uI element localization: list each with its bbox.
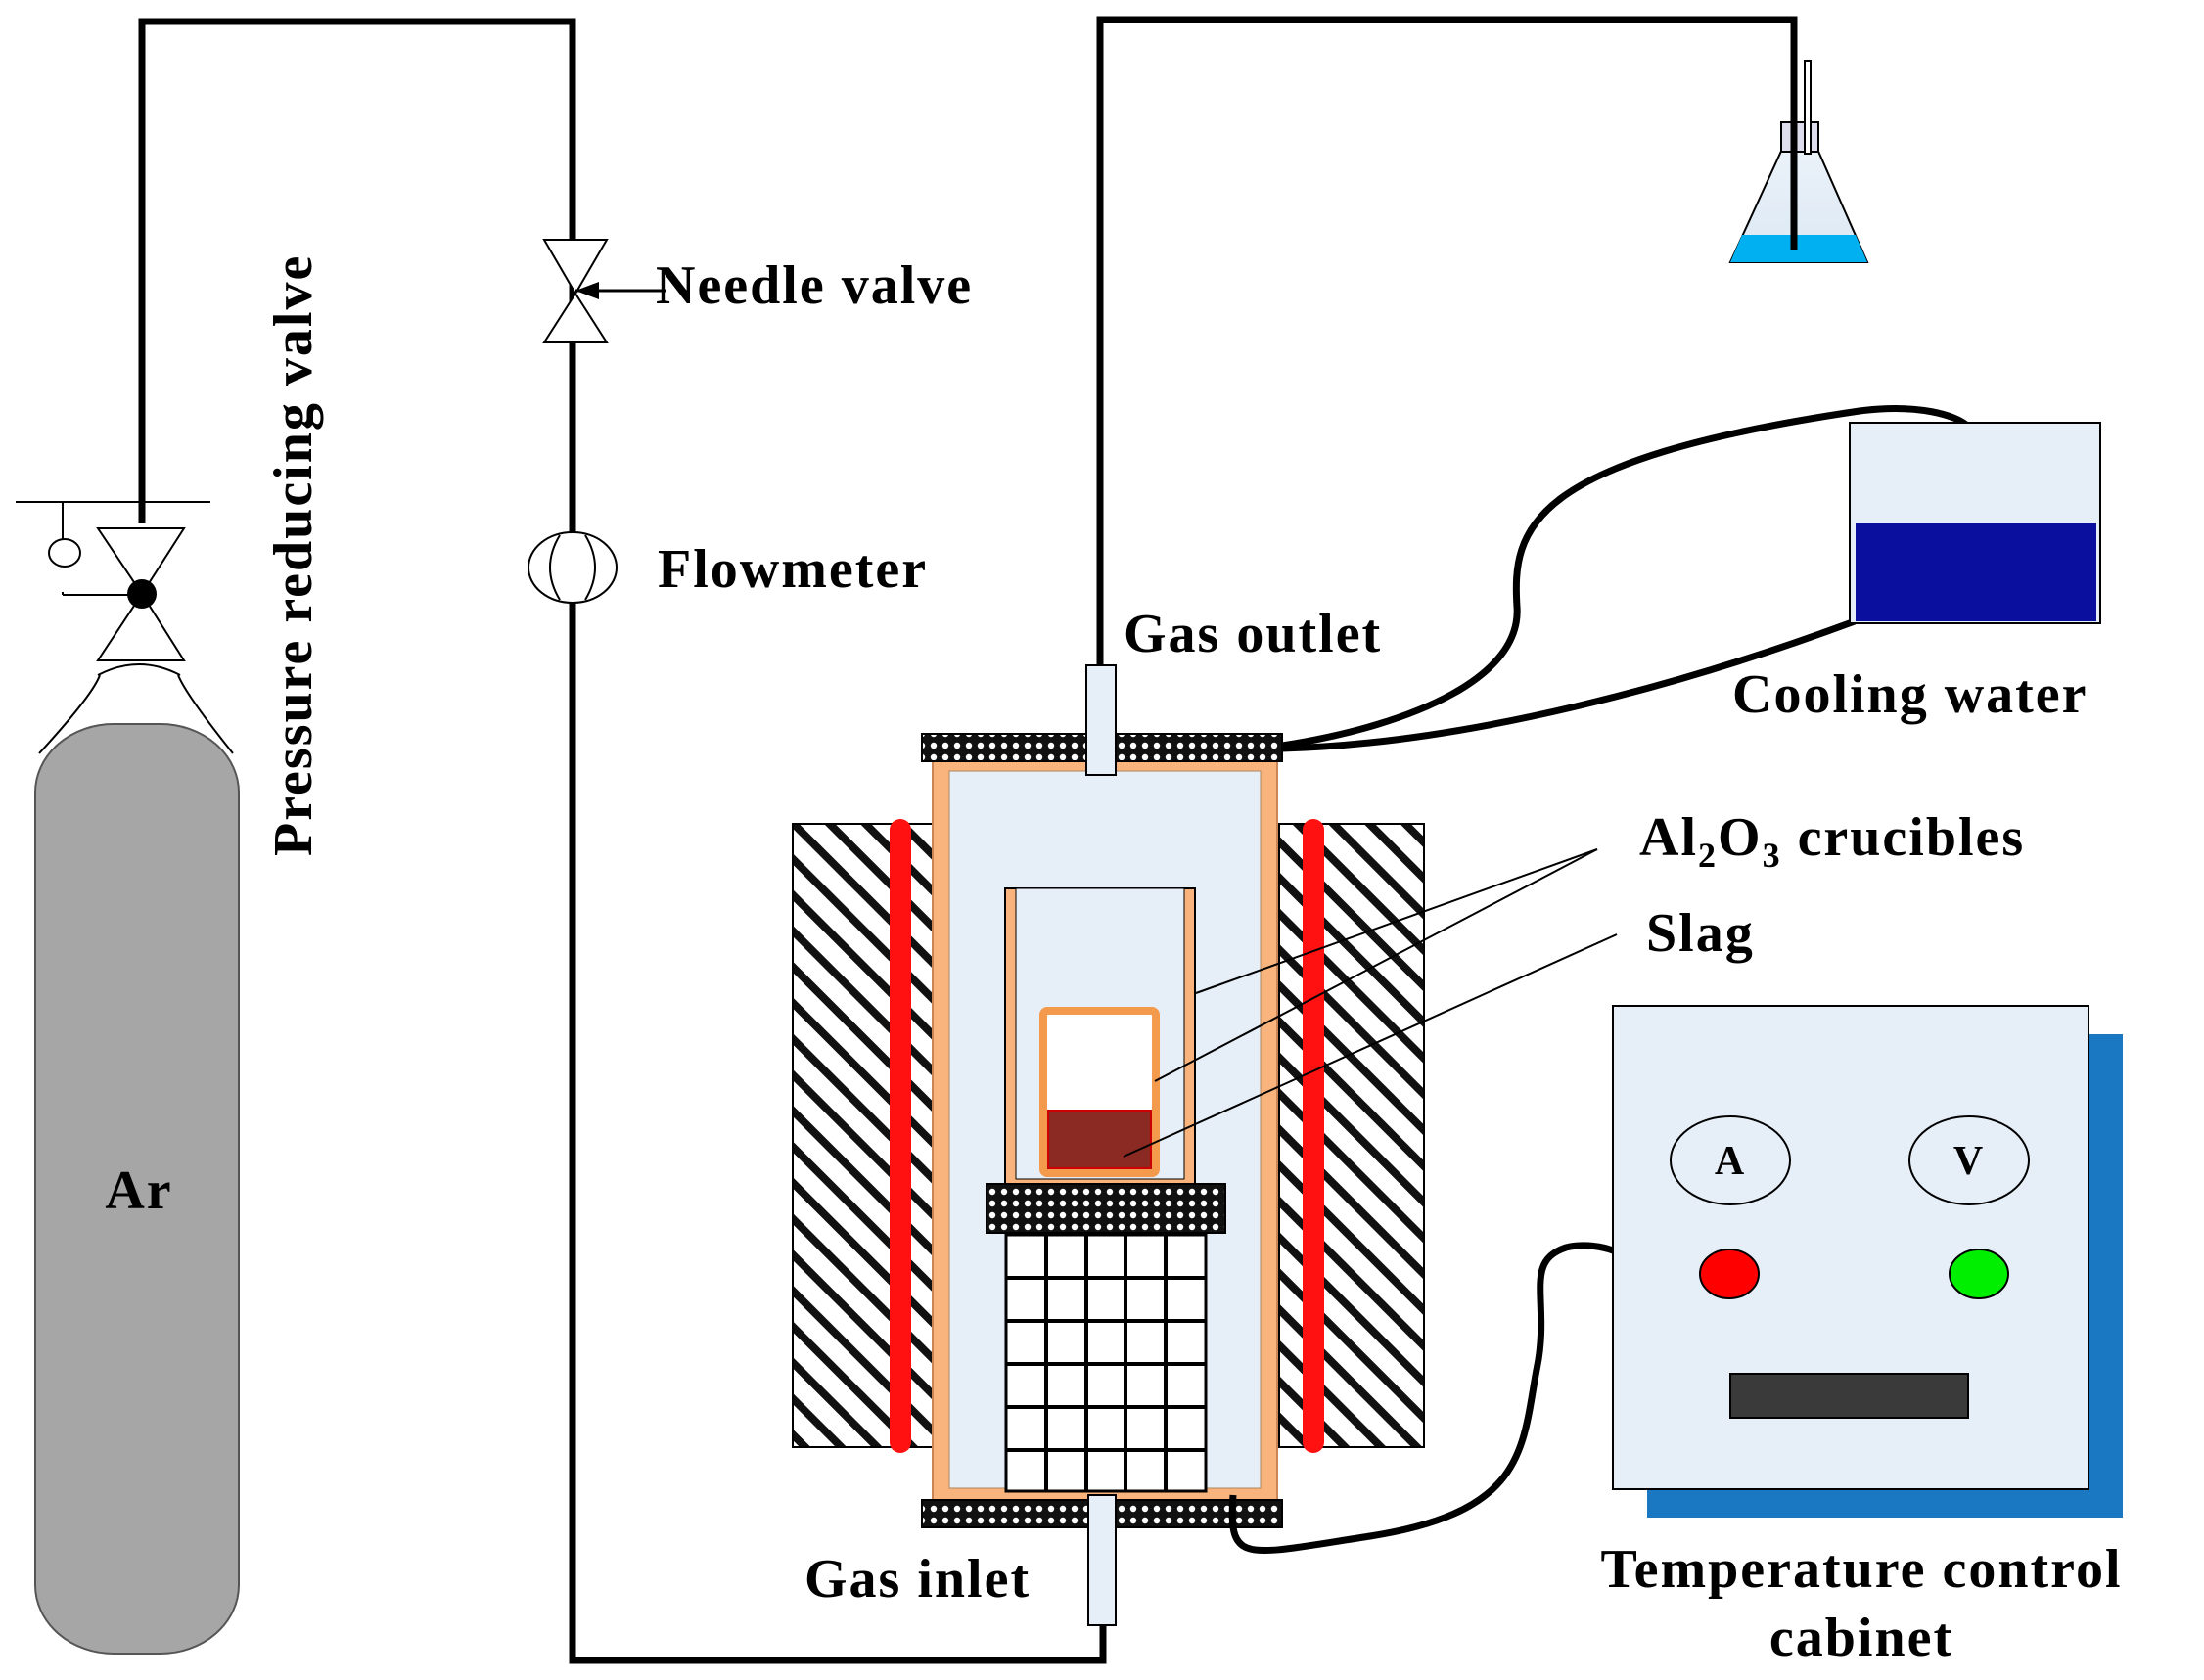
furnace <box>792 664 1618 1626</box>
ammeter: A <box>1670 1115 1791 1205</box>
crucibles-formula-o: O <box>1718 807 1763 868</box>
ammeter-label: A <box>1715 1139 1746 1184</box>
cylinder-gas-label: Ar <box>105 1160 172 1221</box>
flowmeter <box>528 531 618 604</box>
red-indicator-lamp[interactable] <box>1699 1249 1760 1299</box>
tank-water <box>1856 523 2096 621</box>
pressure-valve-label: Pressure reducing valve <box>263 254 324 856</box>
support-brick <box>986 1183 1226 1234</box>
cabinet-label-line1: Temperature control <box>1600 1539 2122 1600</box>
gas-inlet-tube <box>1087 1494 1117 1626</box>
ammeter-dial <box>1670 1115 1791 1205</box>
grid-pedestal <box>1004 1233 1208 1493</box>
cabinet-label-line2: cabinet <box>1769 1608 1953 1668</box>
flowmeter-label: Flowmeter <box>658 539 928 600</box>
valve-upper-triangle <box>96 527 186 596</box>
valve-lower-triangle <box>96 592 186 661</box>
cooling-water-tank <box>1281 405 2101 752</box>
needle-valve-lower-triangle <box>542 292 609 343</box>
flask-liquid <box>1730 235 1867 262</box>
gas-line <box>138 16 1798 1664</box>
flowmeter-right-arc <box>584 534 596 601</box>
cylinder-shoulder-lines <box>38 674 234 754</box>
crucible-leader-outer <box>1195 848 1598 994</box>
cylinder-body <box>34 723 240 1655</box>
needle-valve[interactable] <box>542 239 666 343</box>
gas-outlet-tube <box>1085 664 1117 776</box>
cylinder-neck-curve <box>97 663 181 676</box>
cooling-water-label: Cooling water <box>1732 664 2089 725</box>
voltmeter-label: V <box>1953 1139 1985 1184</box>
slag-leader <box>1123 933 1618 1158</box>
crucibles-subscript-2: 2 <box>1698 836 1718 875</box>
green-indicator-lamp[interactable] <box>1949 1249 2009 1299</box>
flowmeter-body <box>528 531 618 604</box>
crucibles-label: Al2O3 crucibles <box>1639 807 2025 875</box>
exhaust-pipe <box>1096 16 1798 665</box>
flask-stopper <box>1780 121 1819 153</box>
flowmeter-left-arc <box>549 534 561 601</box>
crucible-leader-inner <box>1154 848 1598 1082</box>
needle-arrow-icon <box>575 282 599 299</box>
crucibles-formula-al: Al <box>1639 807 1698 868</box>
crucibles-subscript-3: 3 <box>1763 836 1782 875</box>
voltmeter: V <box>1908 1115 2030 1205</box>
voltmeter-dial <box>1908 1115 2030 1205</box>
cooling-water-hose-top <box>1281 405 1970 749</box>
crucibles-word: crucibles <box>1782 807 2026 868</box>
temperature-control-cabinet: A V <box>1228 1005 2123 1555</box>
needle-valve-upper-triangle <box>542 239 609 295</box>
left-insulation <box>792 823 939 1448</box>
needle-valve-label: Needle valve <box>656 255 973 316</box>
slag-layer <box>1047 1110 1152 1169</box>
right-insulation <box>1278 823 1425 1448</box>
pressure-reducing-valve[interactable] <box>16 501 210 661</box>
cooling-water-hose-bottom <box>1281 617 1857 752</box>
flask-vent-tube <box>1804 60 1812 155</box>
slag-label: Slag <box>1646 903 1755 964</box>
gas-bubbler-flask <box>1728 60 1869 263</box>
valve-knob-icon <box>127 579 157 609</box>
argon-supply-pipe <box>138 18 1107 1664</box>
argon-cylinder: Ar <box>34 663 240 1655</box>
gas-inlet-label: Gas inlet <box>804 1549 1031 1610</box>
gas-outlet-label: Gas outlet <box>1124 604 1382 664</box>
thermocouple-wire <box>1228 1242 1615 1555</box>
pressure-gauge-icon <box>48 538 81 568</box>
display-slot <box>1729 1373 1969 1419</box>
